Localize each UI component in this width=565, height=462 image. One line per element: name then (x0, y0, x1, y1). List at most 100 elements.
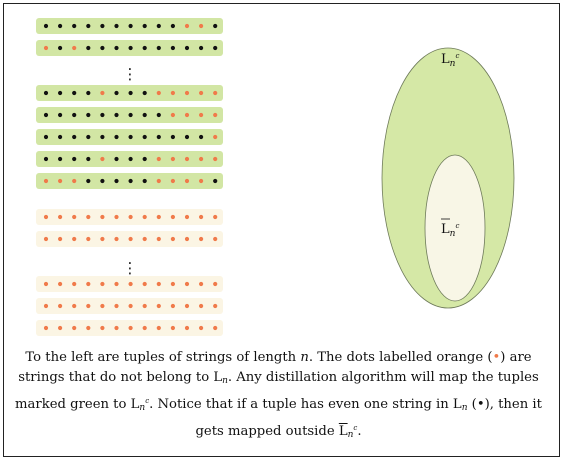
black-dot (170, 45, 175, 51)
ellipsis-cream: ⋮ (123, 259, 138, 277)
orange-dot (86, 281, 91, 287)
orange-dot (184, 236, 190, 242)
black-dot (72, 156, 77, 162)
caption-text-2: . The dots labelled orange ( (308, 350, 493, 365)
black-dot (142, 45, 147, 51)
orange-dot (100, 325, 105, 331)
orange-dot (128, 303, 133, 309)
orange-dot (58, 303, 63, 309)
orange-dot (100, 156, 105, 162)
outer-label: Lnc (441, 52, 459, 69)
orange-dot (213, 281, 218, 287)
orange-dot (184, 23, 190, 29)
orange-dot (43, 325, 49, 331)
black-dot (43, 156, 49, 162)
caption-text-3: ) are strings that do not belong to L (18, 350, 532, 385)
orange-dot (142, 325, 147, 331)
orange-dot (86, 214, 91, 220)
orange-dot (43, 281, 49, 287)
caption-n-1: n (300, 350, 309, 365)
black-dot (58, 156, 63, 162)
black-dot (128, 45, 133, 51)
black-dot (58, 45, 63, 51)
outer-label-sup: c (455, 52, 459, 60)
orange-dot (114, 325, 119, 331)
language-ellipses: Lnc Lnc (381, 47, 515, 309)
orange-dot (184, 112, 190, 118)
black-dot (142, 134, 147, 140)
orange-dot (156, 325, 161, 331)
black-dot (72, 134, 77, 140)
black-dot (213, 23, 218, 29)
black-dot (100, 45, 105, 51)
black-dot (156, 134, 161, 140)
black-dot (43, 23, 49, 29)
black-dot (199, 134, 204, 140)
orange-dot (86, 325, 91, 331)
orange-dot (86, 303, 91, 309)
black-dot (58, 112, 63, 118)
orange-dot (184, 90, 190, 96)
inner-ellipse (424, 154, 486, 302)
caption-text-5: . Notice that if a tuple has even one st… (149, 397, 462, 412)
orange-dot (142, 281, 147, 287)
black-dot (156, 45, 161, 51)
black-dot (184, 45, 190, 51)
orange-dot (213, 112, 218, 118)
orange-dot (58, 325, 63, 331)
orange-dot (43, 236, 49, 242)
orange-dot (184, 303, 190, 309)
orange-dot (156, 156, 161, 162)
black-dot (72, 112, 77, 118)
black-dot (142, 23, 147, 29)
black-dot (142, 178, 147, 184)
black-dot (199, 45, 204, 51)
inner-label-sub: n (450, 229, 456, 239)
outer-label-sub: n (450, 59, 456, 69)
orange-dot (58, 178, 63, 184)
caption-lbar-5: L (338, 424, 348, 439)
black-dot (100, 23, 105, 29)
orange-dot (156, 90, 161, 96)
black-dot (213, 45, 218, 51)
orange-dot (58, 281, 63, 287)
caption-sub-4: n (461, 403, 468, 413)
caption-sup-3: c (145, 397, 150, 405)
black-dot (114, 90, 119, 96)
orange-dot (184, 156, 190, 162)
orange-dot (100, 90, 105, 96)
orange-dot (100, 303, 105, 309)
orange-dot (72, 214, 77, 220)
orange-dot (213, 303, 218, 309)
black-dot (142, 90, 147, 96)
black-dot (128, 90, 133, 96)
figure-caption: To the left are tuples of strings of len… (12, 348, 545, 445)
orange-dot (58, 236, 63, 242)
orange-dot (170, 236, 175, 242)
orange-dot (156, 178, 161, 184)
orange-dot (199, 325, 204, 331)
orange-dot (72, 303, 77, 309)
black-dot (86, 178, 91, 184)
orange-dot (128, 214, 133, 220)
black-dot (142, 112, 147, 118)
caption-text-6: (•), then it gets mapped outside (195, 397, 542, 439)
orange-dot (114, 214, 119, 220)
black-dot (43, 134, 49, 140)
orange-dot (170, 156, 175, 162)
orange-dot (128, 281, 133, 287)
orange-dot (142, 303, 147, 309)
orange-dot (170, 303, 175, 309)
black-dot (114, 178, 119, 184)
black-dot (86, 90, 91, 96)
orange-dot (100, 214, 105, 220)
orange-dot (156, 214, 161, 220)
black-dot (114, 23, 119, 29)
orange-dot (72, 45, 77, 51)
orange-dot (199, 178, 204, 184)
black-dot (128, 178, 133, 184)
caption-text-1: To the left are tuples of strings of len… (25, 350, 301, 365)
black-dot (58, 134, 63, 140)
orange-dot (213, 90, 218, 96)
